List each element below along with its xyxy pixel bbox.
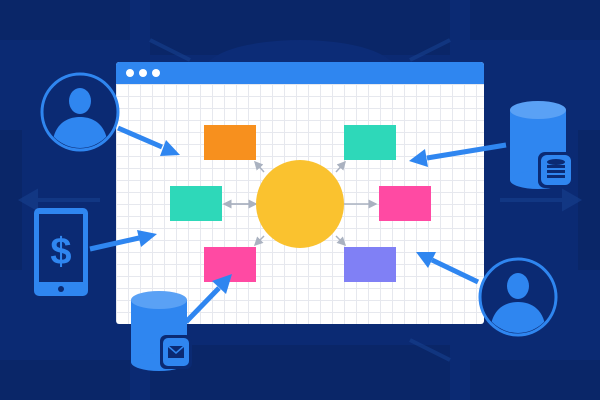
arrowhead	[160, 140, 180, 156]
window-dot	[126, 69, 134, 77]
dollar-glyph: $	[50, 231, 71, 273]
window-titlebar	[116, 62, 484, 84]
input-arrows	[89, 125, 507, 324]
background-panel	[578, 130, 600, 270]
hub-circle	[256, 160, 344, 248]
background-panel	[470, 360, 600, 400]
connector	[253, 160, 265, 173]
node-middle-right	[379, 186, 431, 221]
arrow	[89, 235, 140, 252]
database-mail-icon	[131, 291, 192, 371]
arrow	[117, 125, 163, 150]
background-panel	[150, 345, 450, 400]
user-icon	[40, 72, 120, 152]
arrow	[184, 286, 221, 324]
background-panel	[470, 0, 600, 40]
arrowhead	[137, 230, 157, 247]
node-bottom-right	[344, 247, 396, 282]
window-dot	[139, 69, 147, 77]
connector	[253, 235, 265, 247]
database-coins-icon	[510, 101, 574, 189]
node-top-left	[204, 125, 256, 160]
node-middle-left	[170, 186, 222, 221]
connector	[335, 160, 347, 173]
arrowhead	[409, 149, 428, 167]
arrow	[426, 142, 507, 161]
background-panel	[0, 360, 130, 400]
arrowhead	[212, 274, 232, 294]
background-panel	[0, 130, 22, 270]
arrowhead	[416, 252, 436, 268]
smartphone-dollar-icon: $	[34, 208, 88, 296]
connector	[335, 235, 347, 247]
connectors	[222, 160, 378, 247]
node-top-right	[344, 125, 396, 160]
window-dot	[152, 69, 160, 77]
arrow	[430, 257, 480, 285]
user-icon	[478, 257, 558, 337]
background-panel	[0, 0, 130, 40]
